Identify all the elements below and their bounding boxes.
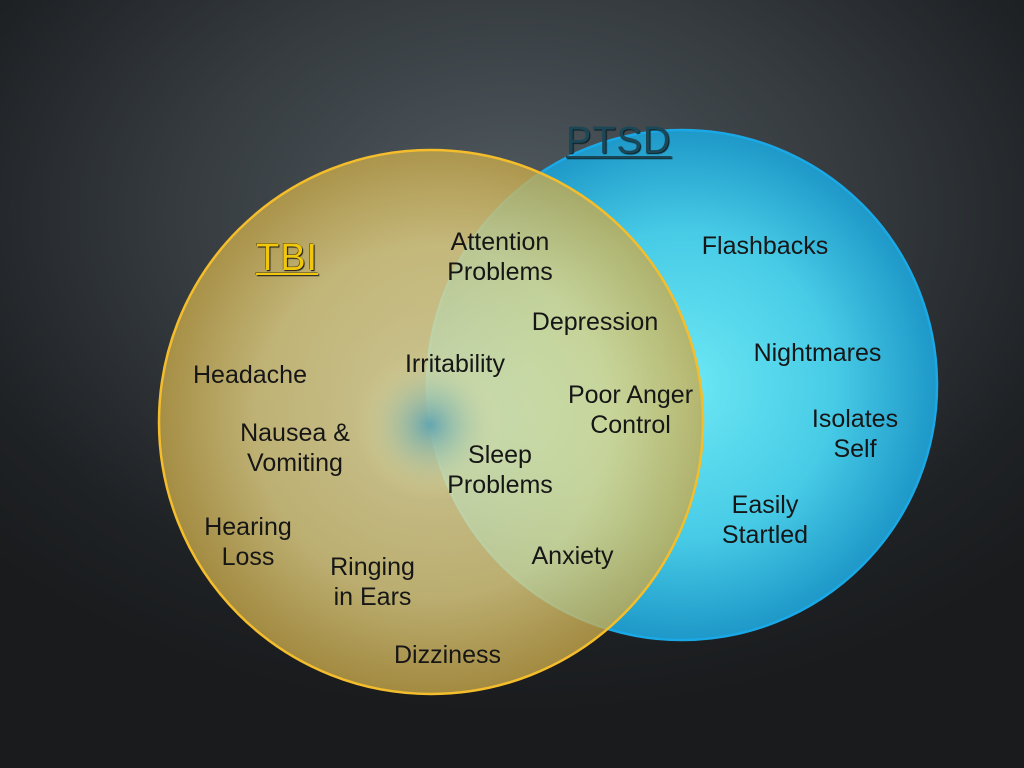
- label-irritability: Irritability: [404, 350, 505, 378]
- label-ringing-in-ears: Ringing in Ears: [330, 553, 415, 611]
- label-nightmares: Nightmares: [753, 339, 882, 367]
- tbi-title: TBI: [256, 237, 319, 279]
- label-attention-problems: Attention Problems: [447, 228, 553, 286]
- label-dizziness: Dizziness: [394, 641, 501, 669]
- label-headache: Headache: [193, 361, 307, 389]
- label-depression: Depression: [531, 308, 659, 336]
- label-hearing-loss: Hearing Loss: [204, 513, 292, 571]
- label-sleep-problems: Sleep Problems: [447, 441, 553, 499]
- label-isolates-self: Isolates Self: [811, 405, 899, 463]
- label-flashbacks: Flashbacks: [701, 232, 829, 260]
- label-easily-startled: Easily Startled: [721, 491, 809, 549]
- label-nausea-vomiting: Nausea & Vomiting: [240, 419, 350, 477]
- overlap-glow: [355, 350, 505, 500]
- label-anxiety: Anxiety: [531, 542, 614, 570]
- label-poor-anger-control: Poor Anger Control: [567, 381, 694, 439]
- ptsd-title: PTSD: [566, 120, 672, 162]
